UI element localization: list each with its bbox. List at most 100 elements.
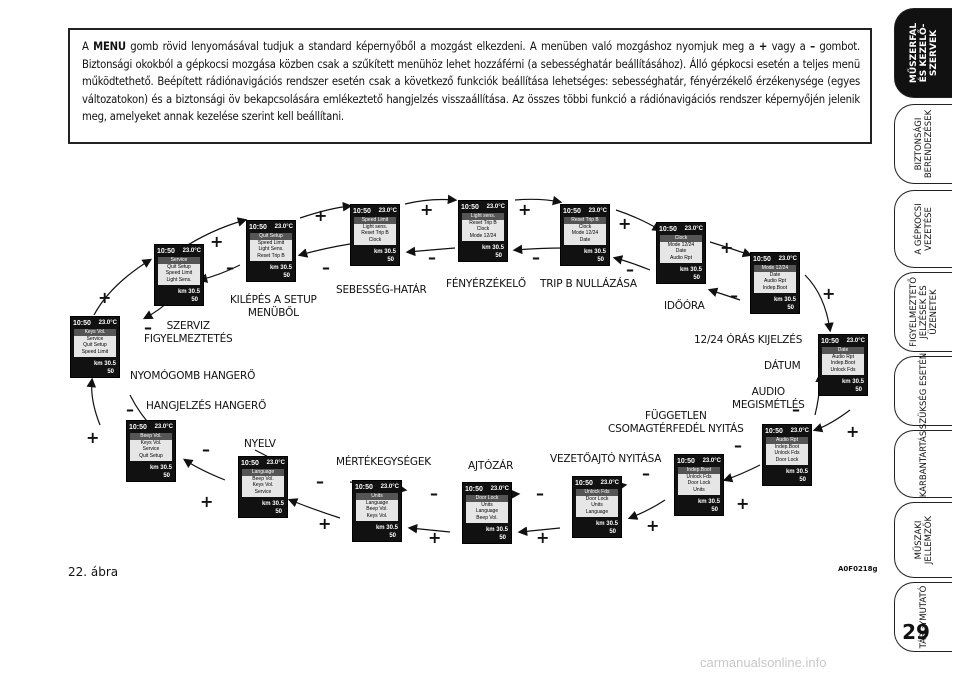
screen-km: km 30.5 (269, 265, 292, 271)
screen-temperature: 23.0°C (274, 224, 293, 230)
label-datum: DÁTUM (764, 360, 801, 372)
screen-km: km 30.5 (481, 245, 504, 251)
screen-temperature: 23.0°C (266, 460, 285, 466)
plus-sign: + (846, 422, 860, 441)
screen-menu-line: Date (675, 248, 687, 254)
screen-menu-line: Keys Vol. (74, 329, 116, 336)
screen-menu-line: Beep Vol. (130, 433, 172, 440)
label-vezeto: VEZETŐAJTÓ NYITÁSA (550, 453, 662, 465)
chapter-tab[interactable]: A GÉPKOCSI VEZETÉSE (894, 190, 952, 268)
screen-menu-line: Door Lock (466, 495, 508, 502)
screen-km: km 30.5 (595, 521, 618, 527)
label-fuggetlen: FÜGGETLEN CSOMAGTÉRFEDÉL NYITÁS (608, 410, 744, 435)
chapter-tab[interactable]: KARBANTARTÁS (894, 430, 952, 498)
screen-menu-line: Language (365, 499, 389, 506)
chapter-tab[interactable]: MŰSZAKI JELLEMZŐK (894, 502, 952, 578)
screen-menu-line: Door Lock (585, 495, 609, 502)
plus-sign: + (618, 214, 632, 233)
screen-menu-line: Units (591, 502, 603, 508)
screen-km: km 30.5 (261, 501, 284, 507)
minus-sign: – (316, 472, 324, 491)
screen-menu-line: Audio Rpt (832, 353, 854, 360)
screen-menu-line: Indep.Boot (774, 443, 800, 450)
label-tripb: TRIP B NULLÁZÁSA (540, 278, 637, 290)
plus-sign: + (210, 232, 224, 251)
screen-menu-line: Clock (476, 226, 490, 232)
screen-menu-line: Service (142, 446, 160, 452)
screen-menu-line: Speed Limit (165, 270, 193, 276)
plus-sign: + (822, 284, 836, 303)
screen-menu-line: Door Lock (775, 456, 799, 463)
screen-menu-line: Units (693, 486, 705, 493)
screen-odo: 50 (711, 507, 718, 513)
chapter-tab-label: KARBANTARTÁS (918, 430, 929, 498)
screen-menu-line: Clock (578, 223, 592, 230)
screen-temperature: 23.0°C (490, 486, 509, 492)
minus-symbol: – (810, 40, 815, 53)
plus-sign: + (428, 528, 442, 547)
screen-menu-line: Language (475, 508, 499, 514)
screen-menu-line: Clock (368, 236, 382, 243)
screen-menu-line: Units (481, 501, 493, 508)
chapter-tab-label: BIZTONSÁGI BERENDEZÉSEK (913, 109, 934, 179)
plus-sign: + (98, 288, 112, 307)
screen-odo: 50 (609, 529, 616, 535)
screen-temperature: 23.0°C (600, 480, 619, 486)
screen-km: km 30.5 (785, 469, 808, 475)
screen-temperature: 23.0°C (846, 338, 865, 344)
plus-sign: + (646, 516, 660, 535)
screen-menu-line: Light Sens. (258, 246, 284, 252)
screen-menu-line: Service (158, 257, 200, 264)
minus-sign: – (144, 318, 152, 337)
chapter-tab[interactable]: SZÜKSÉG ESETÉN (894, 353, 952, 429)
chapter-tab[interactable]: MŰSZERFAL ÉS KEZELŐ- SZERVEK (894, 8, 952, 98)
intro-text-rest: gombot. Biztonsági okokból a gépkocsi mo… (82, 40, 861, 124)
screen-menu-line: Speed Limit (257, 239, 285, 246)
chapter-tab[interactable]: TÁRGYMUTATÓ (894, 582, 952, 652)
chapter-tab[interactable]: FIGYELMEZTETŐ JELZÉSEK ÉS ÜZENETEK (894, 272, 952, 352)
screen-menu-line: Reset Trip B (361, 230, 389, 236)
minus-sign: – (626, 260, 634, 279)
screen-odo: 50 (499, 535, 506, 541)
label-sebesseg: SEBESSÉG-HATÁR (336, 284, 427, 296)
minus-sign: – (792, 400, 800, 419)
plus-sign: + (314, 206, 328, 225)
figure-caption: 22. ábra (68, 565, 119, 579)
cycle-arrows (86, 194, 851, 537)
screen-odo: 50 (787, 305, 794, 311)
menu-word: MENU (93, 40, 126, 53)
plus-sign: + (720, 238, 734, 257)
screen-menu-line: Door Lock (687, 480, 711, 486)
screen-menu-line: Mode 12/24 (667, 241, 695, 248)
screen-menu-line: Light Sens. (166, 276, 192, 283)
screen-km: km 30.5 (679, 267, 702, 273)
screen-menu-line: Reset Trip B (564, 217, 606, 224)
minus-sign: – (126, 400, 134, 419)
label-nyomogomb: NYOMÓGOMB HANGERŐ (130, 370, 256, 382)
screen-menu-line: Unlock Fds (830, 366, 856, 373)
screen-km: km 30.5 (841, 379, 864, 385)
watermark: carmanualsonline.info (700, 655, 827, 670)
screen-km: km 30.5 (93, 361, 116, 367)
screen-menu-line: Keys Vol. (140, 439, 162, 446)
screen-menu-line: Date (769, 271, 781, 278)
screen-menu-line: Unlock Fds (774, 450, 800, 456)
label-kilepes: KILÉPÉS A SETUP MENÜBŐL (230, 294, 317, 319)
screen-odo: 50 (495, 253, 502, 259)
chapter-tab[interactable]: BIZTONSÁGI BERENDEZÉSEK (894, 104, 952, 184)
